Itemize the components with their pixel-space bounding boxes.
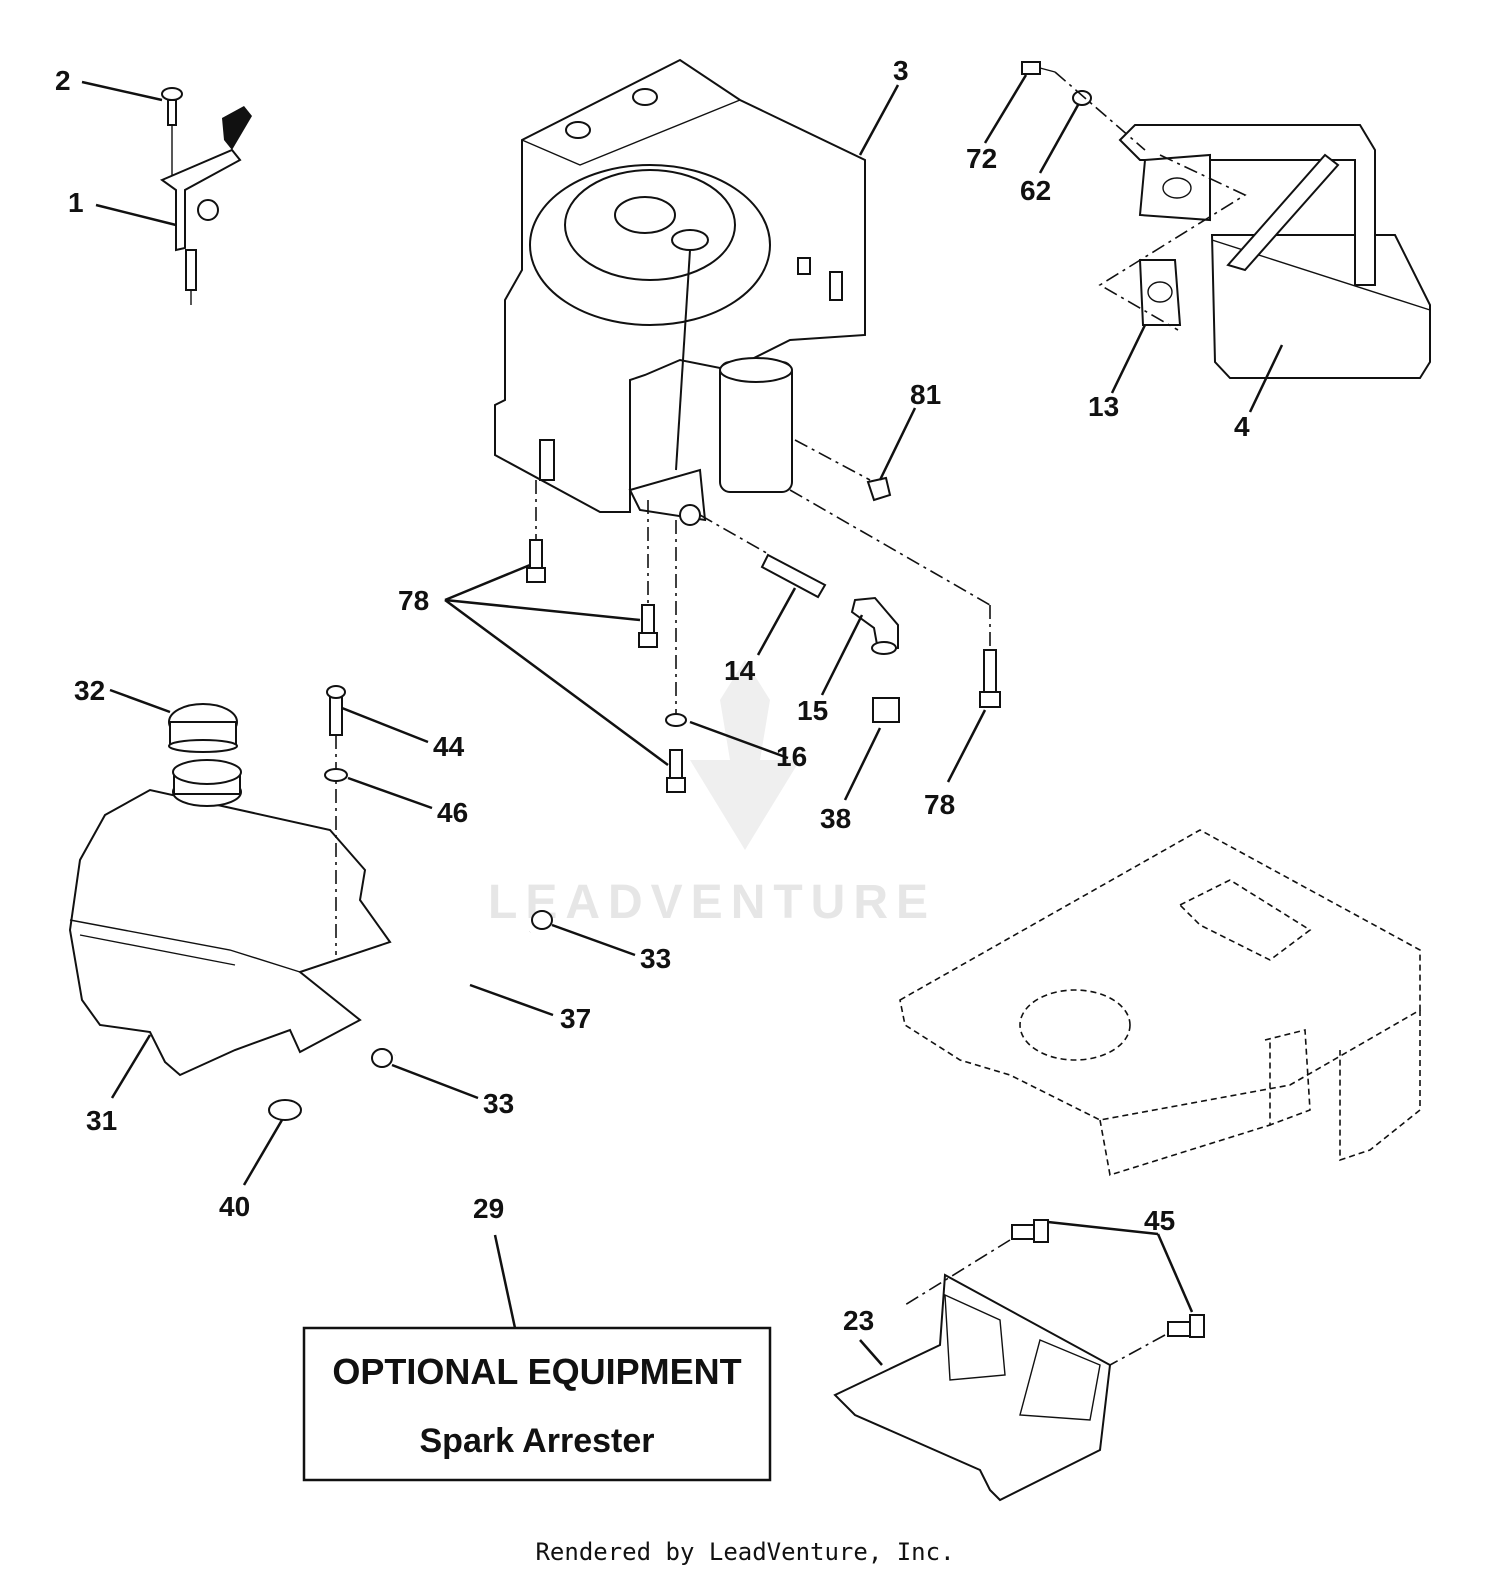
footer-credit: Rendered by LeadVenture, Inc. [535,1538,954,1566]
callout-16: 16 [776,741,807,772]
callout-37: 37 [560,1003,591,1034]
optional-equipment-subtitle: Spark Arrester [420,1422,655,1460]
spark-arrester-part [833,1219,1205,1502]
fuel-tank-part [68,685,392,1121]
optional-equipment-title: OPTIONAL EQUIPMENT [332,1351,741,1392]
frame-part [899,829,1421,1177]
engine-part [494,58,866,526]
callout-45: 45 [1144,1205,1175,1236]
callout-23: 23 [843,1305,874,1336]
callout-2: 2 [55,65,71,96]
callout-33b: 33 [483,1088,514,1119]
fuel-line-part [371,910,553,1068]
callout-72: 72 [966,143,997,174]
leader-lines [81,74,1284,1366]
watermark-text: LEADVENTURE [488,876,936,929]
callout-40: 40 [219,1191,250,1222]
callout-78a: 78 [398,585,429,616]
callout-4: 4 [1234,411,1250,442]
optional-equipment-box: OPTIONAL EQUIPMENT Spark Arrester [302,1326,772,1482]
callout-81: 81 [910,379,941,410]
callout-46: 46 [437,797,468,828]
muffler-part [1021,61,1431,379]
callout-29: 29 [473,1193,504,1224]
callout-62: 62 [1020,175,1051,206]
callout-38: 38 [820,803,851,834]
callout-44: 44 [433,731,465,762]
throttle-control-part [159,87,252,305]
callout-32: 32 [74,675,105,706]
callout-15: 15 [797,695,828,726]
callout-1: 1 [68,187,84,218]
callout-labels: 2 1 3 4 13 72 62 81 78 14 15 16 38 78 32… [55,55,1250,1336]
callout-13: 13 [1088,391,1119,422]
callout-78b: 78 [924,789,955,820]
callout-33a: 33 [640,943,671,974]
callout-14: 14 [724,655,756,686]
callout-3: 3 [893,55,909,86]
callout-31: 31 [86,1105,117,1136]
watermark: LEADVENTURE [488,660,936,929]
